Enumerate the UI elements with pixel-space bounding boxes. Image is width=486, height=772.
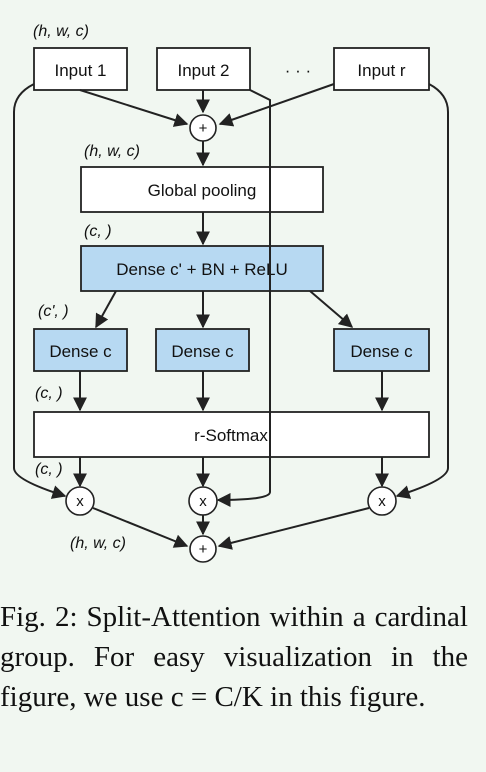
input-r-box — [333, 47, 430, 91]
dense-c-r-label: Dense c — [350, 342, 413, 361]
dense-c-1-label: Dense c — [49, 342, 112, 361]
dense-c-out-dim-label: (c, ) — [35, 385, 63, 402]
r-softmax-label: r-Softmax — [194, 426, 268, 445]
inputs-ellipsis: · · · — [285, 61, 311, 80]
input-dim-label: (h, w, c) — [33, 23, 89, 40]
mul-node-2-symbol: x — [199, 493, 207, 510]
mul-node-1 — [65, 486, 95, 516]
skip-input-r-to-mul-r — [395, 83, 449, 499]
edge-inputr-to-sum — [218, 83, 335, 127]
dense-main-box — [80, 245, 324, 292]
dense-main-label: Dense c' + BN + ReLU — [116, 260, 287, 279]
pooled-dim-label: (c, ) — [84, 223, 112, 240]
mul-node-1-symbol: x — [76, 493, 84, 510]
dense-c-2-box — [155, 328, 250, 372]
input-2-box — [156, 47, 251, 91]
dense-c-1-box — [33, 328, 128, 372]
figure-caption: Fig. 2: Split-Attention within a cardina… — [0, 601, 468, 713]
edge-dense-to-dense-c-1 — [95, 290, 117, 329]
output-sum-symbol: + — [199, 541, 208, 558]
softmax-out-dim-label: (c, ) — [35, 461, 63, 478]
edge-dense-to-dense-c-r — [309, 290, 354, 328]
r-softmax-box — [33, 411, 430, 458]
output-sum-node — [189, 535, 217, 563]
dense-c-r-box — [333, 328, 430, 372]
sum-node-symbol: + — [199, 120, 208, 137]
skip-input-2-to-mul-2 — [216, 89, 271, 507]
output-dim-label: (h, w, c) — [70, 535, 126, 552]
mul-node-r-symbol: x — [378, 493, 386, 510]
sum-dim-label: (h, w, c) — [84, 143, 140, 160]
dense-c-2-label: Dense c — [171, 342, 234, 361]
global-pooling-label: Global pooling — [148, 181, 257, 200]
mul-node-r — [367, 486, 397, 516]
edge-mul-r-to-output — [217, 507, 370, 550]
edge-mul-1-to-output — [92, 507, 189, 548]
split-attention-diagram: (h, w, c) (h, w, c) (c, ) (c', ) (c, ) (… — [13, 23, 449, 563]
dense-out-dim-label: (c', ) — [38, 303, 69, 320]
input-r-label: Input r — [357, 61, 406, 80]
input-1-label: Input 1 — [55, 61, 107, 80]
input-2-label: Input 2 — [178, 61, 230, 80]
edge-input1-to-sum — [79, 89, 189, 127]
input-1-box — [33, 47, 128, 91]
skip-input-1-to-mul-1 — [13, 83, 67, 499]
